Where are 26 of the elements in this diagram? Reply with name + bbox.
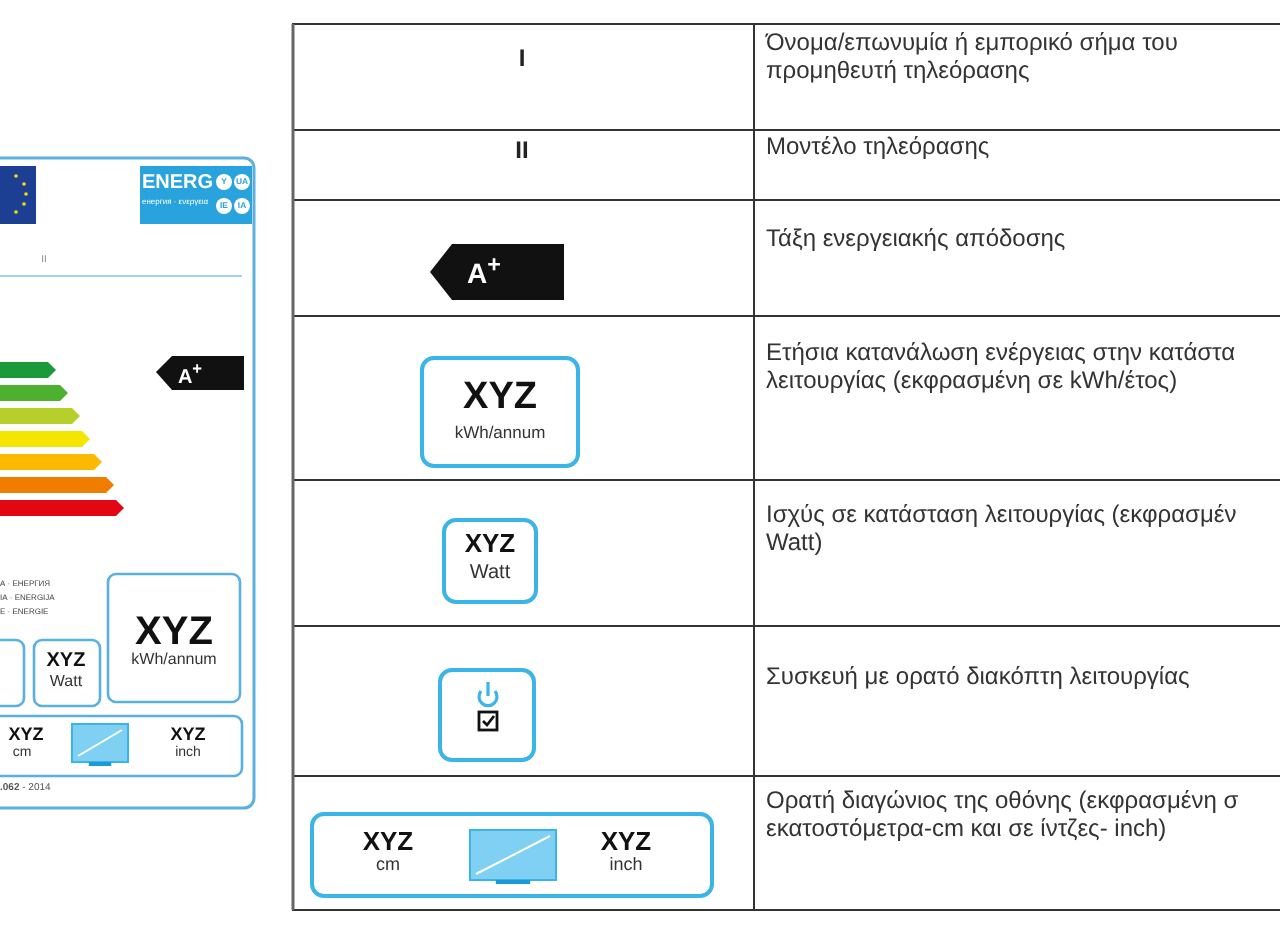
row-numeral: I bbox=[516, 46, 528, 73]
value-text: XYZ bbox=[462, 530, 518, 559]
row-numeral: II bbox=[513, 138, 531, 165]
description-text: Ετήσια κατανάλωση ενέργειας στην κατάστα λειτουργίας (εκφρασμένη σε kWh/έτος) bbox=[766, 340, 1238, 396]
unit-text: inch bbox=[607, 856, 645, 876]
rating-text: A$^{+}$ bbox=[465, 254, 503, 291]
label-heading: ENERG bbox=[142, 172, 214, 194]
description-text: Συσκευή με ορατό διακόπτη λειτουργίας bbox=[766, 664, 1192, 692]
value-text: XYZ bbox=[135, 610, 213, 654]
value-text: XYZ bbox=[168, 726, 208, 745]
description-text: Μοντέλο τηλεόρασης bbox=[766, 134, 992, 162]
rating-text: A$^{+}$ bbox=[175, 360, 205, 389]
unit-text: kWh/annum bbox=[129, 652, 219, 670]
unit-text: Watt bbox=[467, 562, 513, 584]
value-text: XYZ bbox=[44, 650, 88, 672]
value-text: XYZ bbox=[360, 828, 416, 857]
description-text: Ισχύς σε κατάσταση λειτουργίας (εκφρασμέν Watt) bbox=[766, 502, 1239, 558]
value-text: XYZ bbox=[461, 378, 539, 420]
unit-text: kWh/annum bbox=[452, 424, 548, 443]
unit-text: cm bbox=[374, 856, 402, 876]
description-text: Όνομα/επωνυμία ή εμπορικό σήμα του προμηθευτή τηλεόρασης bbox=[766, 30, 1180, 86]
unit-text: Watt bbox=[47, 674, 85, 692]
description-text: Ορατή διαγώνιος της οθόνης (εκφρασμένη σ εκατοστόμετρα-cm και σε ίντζες- inch) bbox=[766, 788, 1241, 844]
description-text: Τάξη ενεργειακής απόδοσης bbox=[766, 226, 1068, 254]
value-text: XYZ bbox=[598, 828, 654, 857]
value-text: XYZ bbox=[6, 726, 46, 746]
